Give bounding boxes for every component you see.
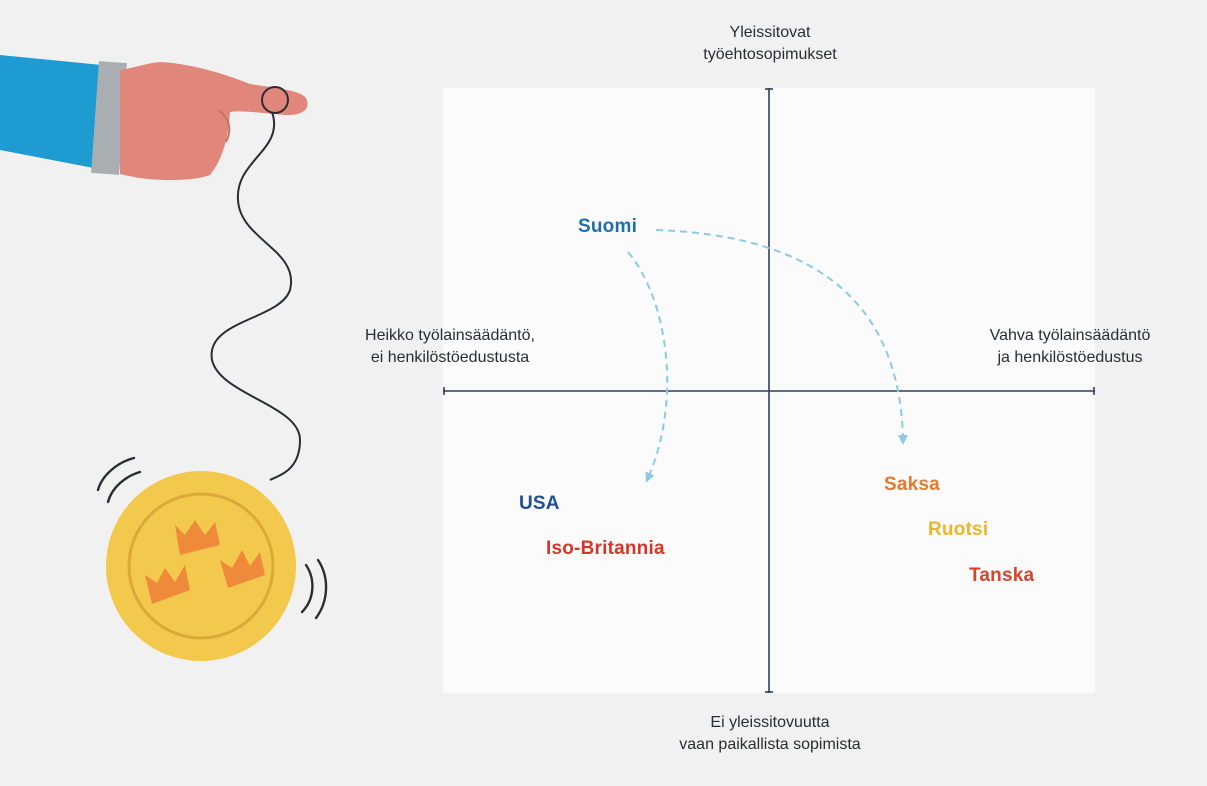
- pointing-hand-icon: [0, 55, 308, 181]
- country-label-iso-britannia: Iso-Britannia: [546, 538, 665, 559]
- yoyo-string: [210, 111, 302, 481]
- axis-label-bottom-line1: Ei yleissitovuutta: [710, 714, 830, 731]
- arrow-suomi-to-saksa: [655, 229, 908, 445]
- axis-label-top-line1: Yleissitovat: [729, 24, 811, 41]
- axis-label-left: Heikko työlainsäädäntö, ei henkilöstöedu…: [310, 325, 590, 369]
- axis-label-right-line2: ja henkilöstöedustus: [997, 349, 1143, 366]
- arrow-suomi-to-usa: [627, 251, 669, 483]
- axis-label-left-line1: Heikko työlainsäädäntö,: [365, 327, 535, 344]
- country-label-tanska: Tanska: [969, 565, 1035, 586]
- axis-label-bottom-line2: vaan paikallista sopimista: [679, 736, 861, 753]
- axis-label-right-line1: Vahva työlainsäädäntö: [989, 327, 1151, 344]
- country-label-ruotsi: Ruotsi: [928, 519, 989, 540]
- country-label-saksa: Saksa: [884, 474, 940, 495]
- axis-label-right: Vahva työlainsäädäntö ja henkilöstöedust…: [950, 325, 1190, 369]
- country-label-suomi: Suomi: [578, 216, 638, 237]
- swedish-crowns-coin-icon: [106, 471, 296, 661]
- axis-label-top: Yleissitovat työehtosopimukset: [640, 22, 900, 66]
- coin-motion-lines: [96, 456, 328, 620]
- country-label-usa: USA: [519, 493, 560, 514]
- axis-label-top-line2: työehtosopimukset: [703, 46, 837, 63]
- axis-label-bottom: Ei yleissitovuutta vaan paikallista sopi…: [630, 712, 910, 756]
- axis-label-left-line2: ei henkilöstöedustusta: [370, 349, 530, 366]
